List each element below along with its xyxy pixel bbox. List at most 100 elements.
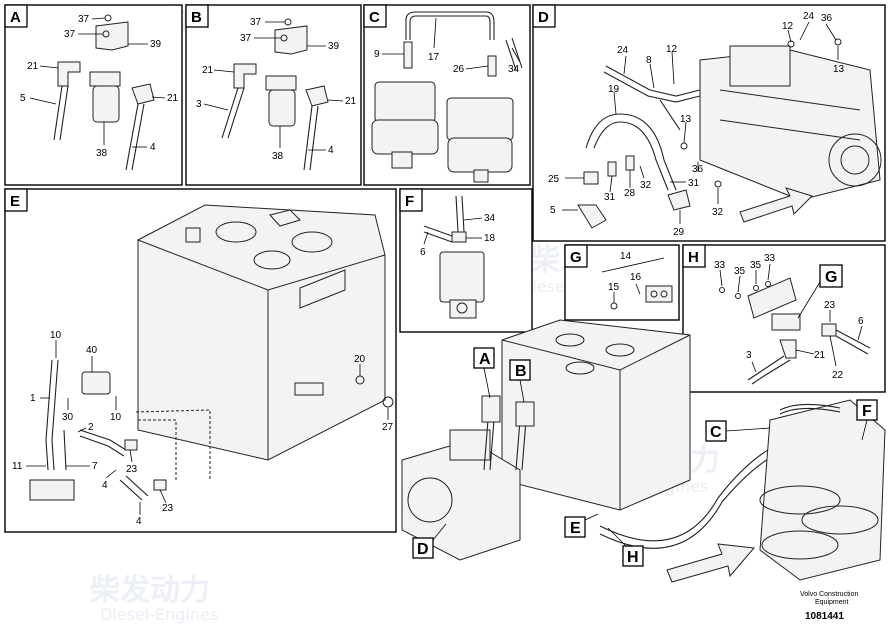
footer: Volvo Construction Equipment 1081441 (800, 591, 858, 622)
elbow-fitting (577, 204, 607, 229)
fitting (821, 323, 837, 337)
part-number-label: 21 (202, 65, 214, 76)
elbow-fitting (233, 63, 257, 89)
filter-head (265, 75, 297, 91)
panel-f-tag: F (405, 193, 414, 210)
callout-g: G (825, 269, 837, 286)
panel-e-tag: E (10, 193, 20, 210)
bracket (95, 21, 129, 51)
callout-f: F (862, 403, 872, 420)
part-number-label: 19 (608, 84, 620, 95)
tank-cover (215, 221, 257, 243)
part-number-label: 33 (764, 253, 776, 264)
part-number-label: 6 (420, 247, 426, 258)
part-number-label: 25 (548, 174, 560, 185)
part-number-label: 6 (858, 316, 864, 327)
direction-arrow (739, 187, 813, 223)
part-number-label: 4 (136, 516, 142, 527)
part-number-label: 32 (640, 180, 652, 191)
panel-f: F 34 18 6 (399, 188, 533, 333)
pipe (605, 65, 701, 97)
panel-a-tag: A (10, 9, 21, 26)
bracket (747, 277, 797, 319)
part-number-label: 37 (64, 29, 76, 40)
hose (585, 113, 677, 191)
part-number-label: 15 (608, 282, 620, 293)
watermark-cn: 柴发动力 (90, 573, 210, 608)
elbow-fitting (57, 61, 81, 87)
part-number-label: 16 (630, 272, 642, 283)
part-number-label: 18 (484, 233, 496, 244)
fitting (583, 171, 599, 185)
elbow-fitting (305, 85, 329, 107)
elbow-fitting (779, 339, 797, 359)
hose (125, 103, 139, 171)
part-number-label: 39 (150, 39, 162, 50)
panel-h: H 33 35 35 33 23 6 3 21 22 (682, 244, 886, 393)
callout-a: A (479, 351, 491, 368)
callout-h: H (627, 549, 639, 566)
part-number-label: 12 (782, 21, 794, 32)
part-number-label: 39 (328, 41, 340, 52)
part-number-label: 36 (692, 164, 704, 175)
brand-line-2: Equipment (815, 599, 849, 606)
hose (303, 105, 313, 171)
part-number-label: 7 (92, 461, 98, 472)
part-number-label: 24 (617, 45, 629, 56)
part-number-label: 27 (382, 422, 394, 433)
part-number-label: 14 (620, 251, 632, 262)
overview-assembly: A B C F D E H G (401, 264, 886, 583)
swing-motor (446, 97, 514, 141)
filter-head (89, 71, 121, 87)
part-number-label: 35 (734, 266, 746, 277)
part-number-label: 37 (250, 17, 262, 28)
callout-c: C (710, 424, 722, 441)
part-number-label: 12 (666, 44, 678, 55)
panel-d-tag: D (538, 9, 549, 26)
panel-h-tag: H (688, 249, 699, 266)
part-number-label: 21 (814, 350, 826, 361)
part-number-label: 22 (832, 370, 844, 381)
part-number-label: 34 (508, 64, 520, 75)
elbow-fitting (131, 83, 155, 105)
filter-element (92, 85, 120, 123)
callout-d: D (417, 541, 429, 558)
hydraulic-tank (137, 204, 386, 461)
part-number-label: 37 (78, 14, 90, 25)
part-number-label: 28 (624, 188, 636, 199)
part-number-label: 30 (62, 412, 74, 423)
valve-block (29, 479, 75, 501)
panel-d: D (532, 4, 886, 242)
panel-b: B 37 37 39 21 21 3 38 4 (185, 4, 362, 186)
part-number-label: 31 (604, 192, 616, 203)
connector-block (771, 313, 801, 331)
part-number-label: 38 (272, 151, 284, 162)
filter (81, 371, 111, 395)
part-number-label: 33 (714, 260, 726, 271)
part-number-label: 23 (824, 300, 836, 311)
panel-a: A 37 37 39 21 21 5 38 4 (4, 4, 183, 186)
hose (45, 359, 53, 471)
part-number-label: 2 (88, 422, 94, 433)
part-number-label: 4 (328, 145, 334, 156)
panel-c: C 9 17 26 34 (363, 4, 531, 186)
part-number-label: 21 (345, 96, 357, 107)
part-number-label: 23 (126, 464, 138, 475)
panel-b-tag: B (191, 9, 202, 26)
direction-arrow (666, 543, 755, 583)
hose (405, 11, 495, 40)
part-number-label: 3 (746, 350, 752, 361)
hose (747, 355, 785, 381)
hose (835, 329, 871, 349)
part-number-label: 38 (96, 148, 108, 159)
part-number-label: 1 (30, 393, 36, 404)
fitting (487, 55, 497, 77)
swing-motor (374, 81, 436, 123)
panel-c-tag: C (369, 9, 380, 26)
part-number-label: 21 (167, 93, 179, 104)
part-number-label: 4 (150, 142, 156, 153)
part-number-label: 34 (484, 213, 496, 224)
part-number-label: 21 (27, 61, 39, 72)
part-number-label: 29 (673, 227, 685, 238)
